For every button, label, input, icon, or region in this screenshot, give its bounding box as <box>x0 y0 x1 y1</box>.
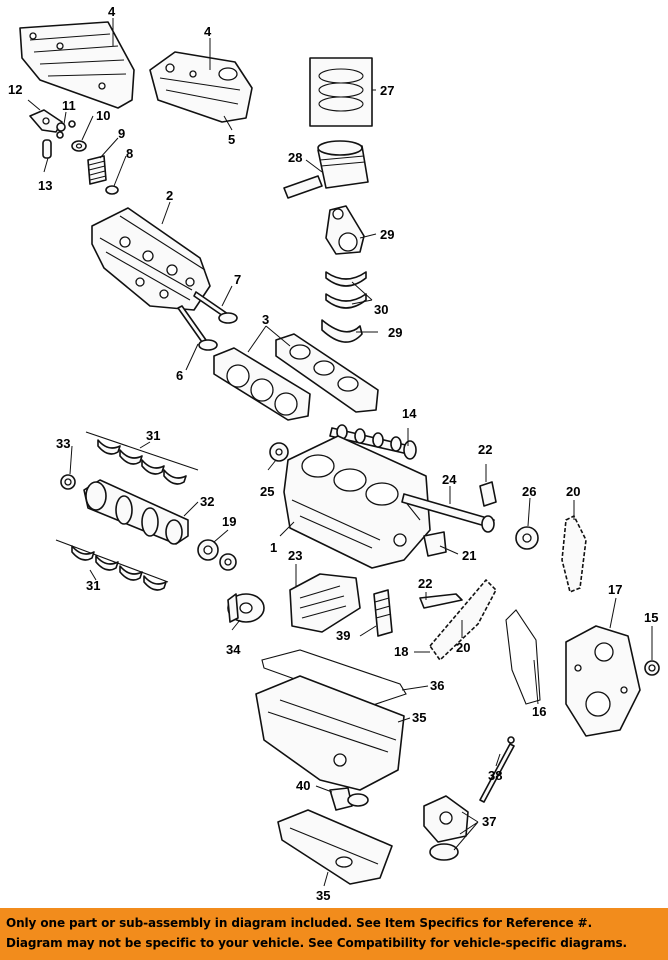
callout-19: 19 <box>222 514 236 529</box>
head-gasket-right <box>275 333 379 413</box>
rod-bearing-lower <box>325 293 367 309</box>
callout-7: 7 <box>234 272 241 287</box>
callout-20-a: 20 <box>566 484 580 499</box>
valve-cover-right <box>149 51 253 123</box>
callout-33: 33 <box>56 436 70 451</box>
leader-lines <box>27 18 653 887</box>
disclaimer-banner: Only one part or sub-assembly in diagram… <box>0 908 668 960</box>
valve-lifter <box>42 139 52 159</box>
callout-34: 34 <box>226 642 241 657</box>
disclaimer-line-1: Only one part or sub-assembly in diagram… <box>6 916 593 930</box>
callout-14: 14 <box>402 406 417 421</box>
spring-retainer <box>71 140 87 152</box>
lower-oil-pan <box>277 809 393 885</box>
chain-guide-lower <box>419 593 463 609</box>
callout-35-b: 35 <box>316 888 330 903</box>
callout-32: 32 <box>200 494 214 509</box>
engine-parts-diagram: 4 4 5 12 11 10 9 8 13 2 7 6 3 27 28 29 3… <box>8 4 660 903</box>
callout-18: 18 <box>394 644 408 659</box>
rod-cap <box>321 319 363 343</box>
oil-dipstick <box>479 736 515 803</box>
valve-spring <box>87 155 107 185</box>
engine-block <box>283 435 431 569</box>
head-gasket-left <box>213 347 311 421</box>
callout-9: 9 <box>118 126 125 141</box>
timing-chain-right <box>561 515 587 593</box>
main-bearings-upper <box>85 431 199 485</box>
oil-pan-gasket <box>261 649 407 707</box>
callout-38: 38 <box>488 768 502 783</box>
timing-cover <box>565 625 641 737</box>
chain-guide-upper <box>479 481 497 507</box>
piston-pin <box>283 175 323 199</box>
callout-31-a: 31 <box>146 428 160 443</box>
callout-21: 21 <box>462 548 476 563</box>
oil-cooler-assembly <box>289 573 361 633</box>
callout-22-a: 22 <box>478 442 492 457</box>
piston-rings-set <box>309 57 373 127</box>
callout-11: 11 <box>62 98 76 113</box>
upper-oil-pan <box>255 675 405 791</box>
callout-28: 28 <box>288 150 302 165</box>
camshaft-gear <box>269 442 289 462</box>
callout-2: 2 <box>166 188 173 203</box>
callout-26: 26 <box>522 484 536 499</box>
piston <box>317 140 369 189</box>
oil-pump-drive <box>373 589 393 637</box>
camshaft <box>329 424 417 460</box>
crankshaft-sprocket <box>197 539 237 571</box>
callout-30: 30 <box>374 302 388 317</box>
front-cover-gasket <box>505 609 541 705</box>
intake-valve <box>193 291 238 324</box>
rocker-small-parts <box>56 120 76 139</box>
callout-16: 16 <box>532 704 546 719</box>
oil-pickup-tube <box>329 787 369 811</box>
rod-bearing-upper <box>325 271 367 287</box>
callout-8: 8 <box>126 146 133 161</box>
callout-20-b: 20 <box>456 640 470 655</box>
chain-tensioner <box>423 531 447 557</box>
callout-6: 6 <box>176 368 183 383</box>
callout-4-a: 4 <box>108 4 116 19</box>
callout-15: 15 <box>644 610 658 625</box>
exhaust-valve <box>177 305 218 351</box>
callout-40: 40 <box>296 778 310 793</box>
timing-chain-center <box>429 579 497 661</box>
crankshaft <box>83 479 189 545</box>
rocker-arm <box>29 109 63 133</box>
front-crank-seal <box>644 660 660 676</box>
callout-35-a: 35 <box>412 710 426 725</box>
cylinder-head <box>91 207 211 311</box>
disclaimer-line-2: Diagram may not be specific to your vehi… <box>6 936 628 950</box>
callout-24: 24 <box>442 472 457 487</box>
callout-10: 10 <box>96 108 110 123</box>
callout-17: 17 <box>608 582 622 597</box>
main-bearings-lower <box>55 539 169 591</box>
callout-12: 12 <box>8 82 22 97</box>
callout-22-b: 22 <box>418 576 432 591</box>
callout-13: 13 <box>38 178 52 193</box>
callout-29-b: 29 <box>388 325 402 340</box>
connecting-rod <box>325 205 365 255</box>
callout-4-b: 4 <box>204 24 212 39</box>
callout-1: 1 <box>270 540 277 555</box>
callout-29-a: 29 <box>380 227 394 242</box>
callout-5: 5 <box>228 132 235 147</box>
callout-3: 3 <box>262 312 269 327</box>
callout-39: 39 <box>336 628 350 643</box>
callout-37: 37 <box>482 814 496 829</box>
balance-shaft <box>401 493 495 533</box>
callout-27: 27 <box>380 83 394 98</box>
valve-seal <box>105 185 119 195</box>
rear-main-seal <box>60 474 76 490</box>
crankshaft-balancer <box>227 593 265 623</box>
callout-labels: 4 4 5 12 11 10 9 8 13 2 7 6 3 27 28 29 3… <box>8 4 658 903</box>
callout-25: 25 <box>260 484 274 499</box>
balance-shaft-sprocket <box>515 526 539 550</box>
callout-31-b: 31 <box>86 578 100 593</box>
callout-36: 36 <box>430 678 444 693</box>
callout-23: 23 <box>288 548 302 563</box>
water-pump <box>423 795 469 861</box>
valve-cover-left <box>19 21 135 109</box>
